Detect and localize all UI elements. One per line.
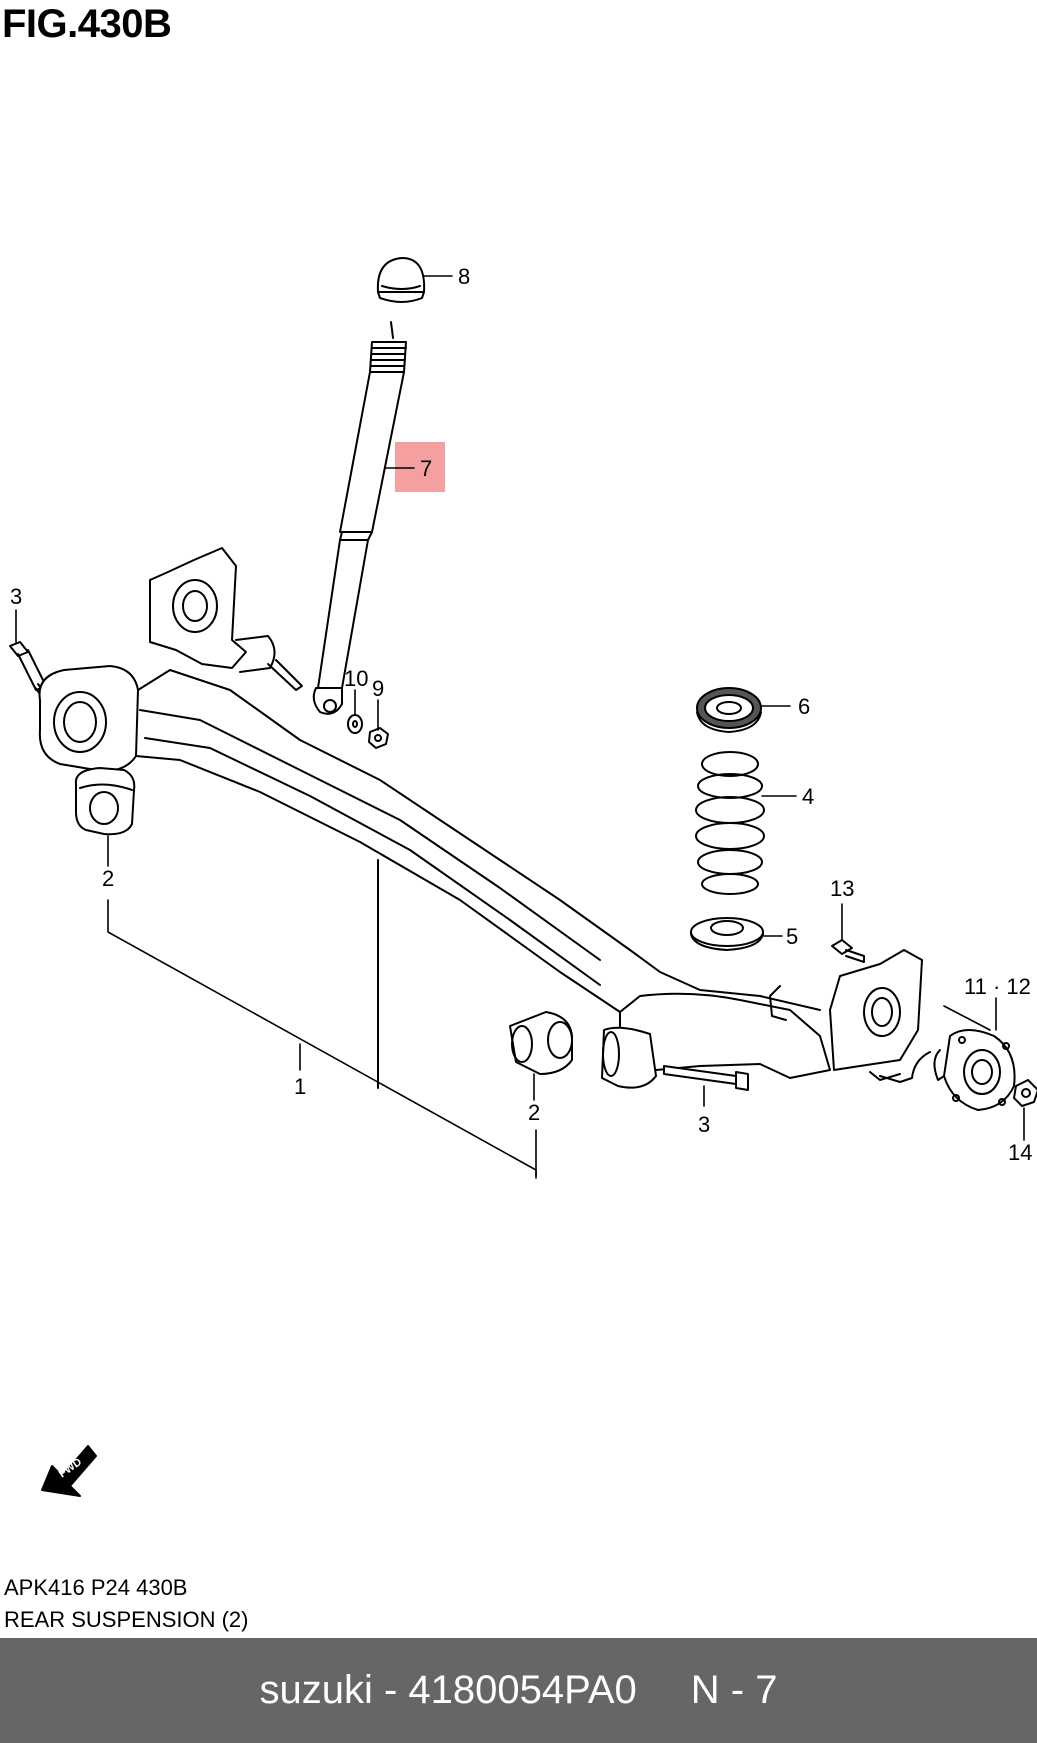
- leader-lines: [15, 275, 1025, 1179]
- callout-3-right: 3: [698, 1112, 710, 1137]
- part-footer-bar: suzuki - 4180054PA0 N - 7: [0, 1638, 1037, 1743]
- part-6-spring-seat-upper: [696, 687, 762, 733]
- part-number: suzuki - 4180054PA0: [259, 1668, 637, 1712]
- callout-6: 6: [798, 694, 810, 719]
- diagram-name: REAR SUSPENSION (2): [4, 1607, 249, 1632]
- fwd-arrow-icon: FWD: [41, 1445, 97, 1497]
- callout-2-right: 2: [528, 1100, 540, 1125]
- part-13-bolt: [831, 939, 865, 963]
- callout-14: 14: [1008, 1140, 1032, 1165]
- callout-5: 5: [786, 924, 798, 949]
- callout-8: 8: [458, 264, 470, 289]
- diagram-code: APK416 P24 430B: [4, 1575, 188, 1600]
- callout-3-left: 3: [10, 584, 22, 609]
- callout-9: 9: [372, 676, 384, 701]
- part-4-coil-spring: [695, 751, 765, 895]
- part-7-shock-absorber: [312, 321, 407, 715]
- callout-7: 7: [420, 456, 432, 481]
- callout-13: 13: [830, 876, 854, 901]
- callout-4: 4: [802, 784, 814, 809]
- part-2-bushing-left: [74, 767, 136, 836]
- part-3-bolt-right: [663, 1065, 749, 1091]
- part-2-bushing-right: [509, 1011, 573, 1075]
- figure-title: FIG.430B: [2, 2, 172, 46]
- callout-11-12: 11 · 12: [964, 974, 1031, 999]
- part-5-spring-seat-lower: [690, 917, 764, 951]
- callout-1: 1: [294, 1074, 306, 1099]
- axle-end-bushing: [601, 1026, 657, 1089]
- part-1-axle-beam: [38, 547, 923, 1089]
- part-14-hub-nut: [1013, 1079, 1037, 1107]
- part-7-highlight: [395, 442, 445, 492]
- part-9-nut: [368, 727, 389, 749]
- part-quantity: N - 7: [690, 1668, 778, 1712]
- callout-2-left: 2: [102, 866, 114, 891]
- callout-10: 10: [344, 666, 368, 691]
- part-11-12-wheel-hub: [879, 1029, 1016, 1111]
- rear-suspension-diagram: FWD 8 7 3 10 9 6 4 2 13 5 11 · 12 1 2 3 …: [9, 257, 1037, 1497]
- part-10-washer: [347, 714, 363, 734]
- part-8-cap: [376, 257, 426, 303]
